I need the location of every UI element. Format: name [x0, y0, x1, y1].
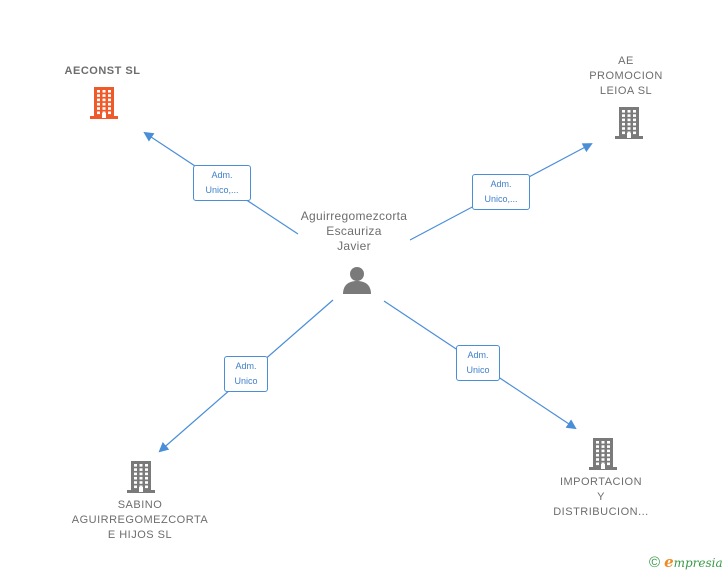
company-name-importacion[interactable]: IMPORTACION Y DISTRIBUCION...	[553, 476, 649, 518]
building-icon[interactable]	[126, 460, 156, 499]
relation-label-importacion[interactable]: Adm. Unico	[456, 345, 500, 381]
relation-label-sabino[interactable]: Adm. Unico	[224, 356, 268, 392]
person-name[interactable]: Aguirregomezcorta Escauriza Javier	[300, 209, 408, 253]
relation-label-ae-promocion[interactable]: Adm. Unico,...	[472, 174, 530, 210]
empresia-logo[interactable]: empresia	[664, 553, 723, 571]
building-icon[interactable]	[588, 437, 618, 476]
company-name-aeconst[interactable]: AECONST SL	[64, 65, 141, 77]
copyright-icon: ©	[649, 553, 661, 571]
building-icon[interactable]	[89, 86, 119, 125]
building-icon[interactable]	[614, 106, 644, 145]
person-icon[interactable]	[342, 265, 372, 295]
relation-label-aeconst[interactable]: Adm. Unico,...	[193, 165, 251, 201]
footer-brand: © empresia	[649, 553, 723, 571]
company-name-ae-promocion[interactable]: AE PROMOCION LEIOA SL	[589, 55, 663, 97]
company-name-sabino[interactable]: SABINO AGUIRREGOMEZCORTA E HIJOS SL	[71, 499, 209, 541]
